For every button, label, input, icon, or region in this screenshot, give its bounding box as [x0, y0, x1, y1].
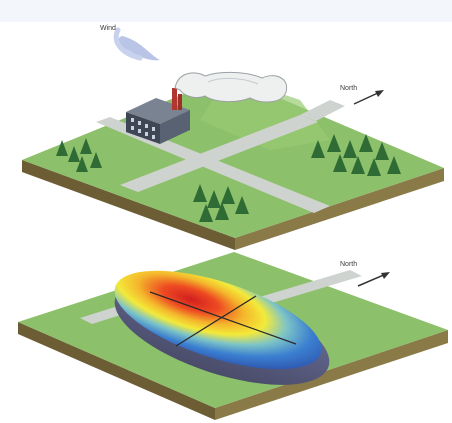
- top-grass: [22, 76, 444, 238]
- pine-tree-icon: [327, 134, 341, 152]
- pine-tree-icon: [221, 186, 235, 204]
- wind-arrow-icon: [353, 90, 384, 105]
- pine-tree-icon: [351, 156, 365, 174]
- pine-tree-icon: [359, 134, 373, 152]
- top-soil-left: [22, 160, 235, 250]
- bottom-soil-right: [215, 330, 448, 420]
- top-soil-right: [235, 168, 444, 250]
- chimney: [172, 88, 177, 110]
- concentration-ellipse-icon: [114, 270, 330, 385]
- label-wind-top: Wind: [100, 25, 116, 32]
- factory-icon: [126, 88, 190, 144]
- pine-tree-icon: [199, 204, 213, 222]
- label-wind-right-top: North: [340, 85, 357, 92]
- pine-tree-icon: [193, 184, 207, 202]
- pine-tree-icon: [68, 146, 80, 162]
- moon-cloud-icon: [113, 27, 160, 61]
- top-road-horizontal: [120, 115, 318, 192]
- top-road-short: [300, 100, 345, 121]
- tree-cluster-left: [56, 138, 102, 172]
- plume-axis-major: [149, 291, 297, 345]
- tree-cluster-center: [193, 184, 249, 222]
- sky-band: [0, 0, 452, 22]
- pine-tree-icon: [76, 156, 88, 172]
- pine-tree-icon: [311, 140, 325, 158]
- pine-tree-icon: [343, 140, 357, 158]
- pine-tree-icon: [387, 156, 401, 174]
- smoke-plume-icon: [174, 71, 288, 103]
- pine-tree-icon: [80, 138, 92, 154]
- pine-tree-icon: [333, 154, 347, 172]
- pine-tree-icon: [207, 190, 221, 208]
- plume-axis-minor: [175, 295, 257, 347]
- pine-tree-icon: [215, 202, 229, 220]
- pine-tree-icon: [56, 140, 68, 156]
- pine-tree-icon: [375, 142, 389, 160]
- bottom-road-upper: [250, 270, 362, 306]
- top-terrain-block: [22, 76, 444, 250]
- pine-tree-icon: [235, 196, 249, 214]
- pine-tree-icon: [90, 152, 102, 168]
- label-wind-right-bottom: North: [340, 261, 357, 268]
- pine-tree-icon: [367, 158, 381, 176]
- bottom-soil-left: [18, 322, 215, 420]
- tree-cluster-right: [311, 134, 401, 176]
- wind-arrow-icon: [357, 272, 390, 287]
